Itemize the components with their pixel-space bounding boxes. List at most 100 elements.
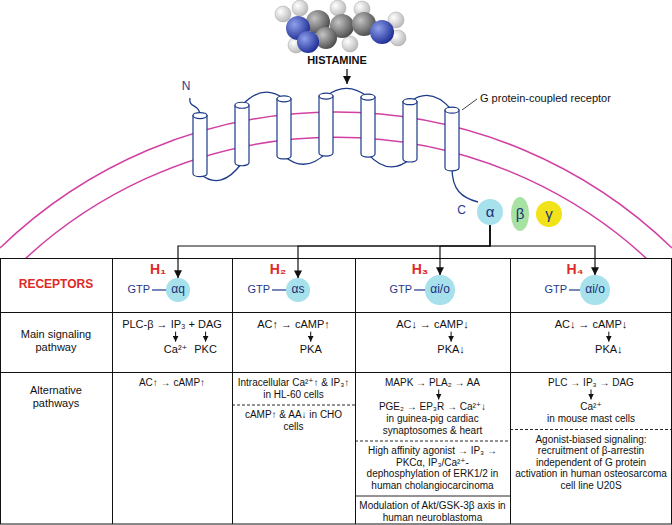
hydrogen-atom [342,36,358,52]
pathway-text: AC↓ → cAMP↓ [514,318,668,331]
node-text: α [486,204,495,221]
pathway-text: PLC-β → IP₃ + DAG [116,318,228,331]
nitrogen-atom [370,20,394,44]
column-line [510,258,511,524]
pathway-text: in guinea-pig cardiac synaptosomes & hea… [359,413,506,436]
nitrogen-atom [297,31,319,53]
pathway-text: Ca²⁺ [580,401,601,413]
gtp-label: GTP [389,283,412,296]
g-alpha-circle: αs [286,278,309,301]
pathway-text: High affinity agonist → IP₃ → PKCα, IP₃/… [359,445,506,491]
helix-cylinder [193,113,207,177]
pathway-text: AC↓ → cAMP↓ [359,318,506,331]
column-line [232,258,233,524]
receptor-name: H₂ [270,261,286,277]
cell-divider [355,441,510,442]
membrane-outer [0,112,672,248]
node-text: αq [171,283,185,296]
pathway-text: Agonist-biased signaling: recruitment of… [514,434,668,492]
pathway-text: PKA↓ [437,343,465,356]
cell-divider [232,405,355,406]
pathway-text: PGE₂ → EP₃R → Ca²⁺↓ [359,401,506,413]
helix-top [277,96,291,102]
hydrogen-atom [292,0,308,16]
pathway-text: PKC [194,343,217,356]
gtp-label: GTP [544,283,567,296]
table-grid [0,258,672,524]
g-alpha-circle: αi/o [580,275,610,305]
pathway-text: Ca²⁺ [164,343,188,356]
column-line [355,258,356,524]
leader-line [462,99,477,110]
table-border [1,259,672,525]
terminus-label: N [182,80,191,94]
molecule-name: HISTAMINE [307,54,367,67]
node-text: αs [292,283,305,296]
receptor-label: G protein-coupled receptor [480,92,611,105]
node-text: γ [545,206,553,223]
helix-cylinder [361,94,375,157]
cell-divider [355,496,510,497]
cell-divider [510,429,672,430]
helix-top [361,94,375,100]
receptor-name: H₁ [150,261,166,277]
pathway-text: MAPK → PLA₂ → AA [359,377,506,389]
helix-top [235,102,249,108]
helix-top [403,99,417,105]
helix-cylinder [445,107,459,171]
g-beta-subunit: β [511,197,530,231]
helix-cylinder [403,99,417,162]
pathway-marks [176,332,672,496]
signal-arrow [440,225,490,275]
table-ground [0,258,672,525]
node-text: β [516,206,525,223]
terminus-label: C [457,204,466,218]
g-alpha-circle: αq [166,278,190,302]
helix-body [445,110,459,171]
helix-body [193,116,207,177]
receptor-loop [452,168,478,202]
g-alpha-subunit: α [477,199,504,226]
node-text: αi/o [585,283,605,296]
pathway-text: Modulation of Akt/GSK-3β axis in human n… [359,500,506,523]
helix-cylinder [277,96,291,159]
pathway-text: PKA↓ [595,343,623,356]
pathway-text: cAMP↑ & AA↓ in CHO cells [236,409,351,432]
binding-arrow [346,69,347,84]
gtp-label: GTP [247,283,270,296]
pathway-arrow [608,332,609,342]
pathway-text: in mouse mast cells [514,413,668,425]
pathway-text: PLC → IP₃ → DAG [514,377,668,389]
pathway-arrow [451,332,452,342]
helix-cylinder [319,93,333,156]
helix-body [277,99,291,159]
g-alpha-circle: αi/o [425,275,455,305]
helix-top [193,113,207,119]
pathway-text: PKA [300,343,322,356]
row-header: Main signaling pathway [6,328,106,353]
helix-body [319,96,333,156]
node-text: αi/o [430,283,450,296]
pathway-arrow [591,390,592,400]
receptor [190,88,478,202]
helix-body [403,102,417,162]
pathway-text: Intracellular Ca²⁺↑ & IP₃↑ in HL-60 cell… [236,377,351,400]
helix-top [319,93,333,99]
helix-body [235,105,249,166]
helix-top [445,107,459,113]
pathway-text: AC↑ → cAMP↑ [116,377,228,389]
receptor-name: H₃ [412,261,429,277]
pathway-arrow [205,332,206,342]
connectors [178,225,595,278]
row-line [0,372,672,373]
signal-arrow [178,225,490,278]
g-gamma-subunit: γ [536,201,563,228]
helix-body [361,97,375,157]
row-header: Alternative pathways [6,384,106,409]
gtp-label: GTP [127,283,150,296]
column-line [112,258,113,524]
row-line [0,312,672,313]
hydrogen-atom [330,0,346,16]
pathway-arrow [310,332,311,342]
